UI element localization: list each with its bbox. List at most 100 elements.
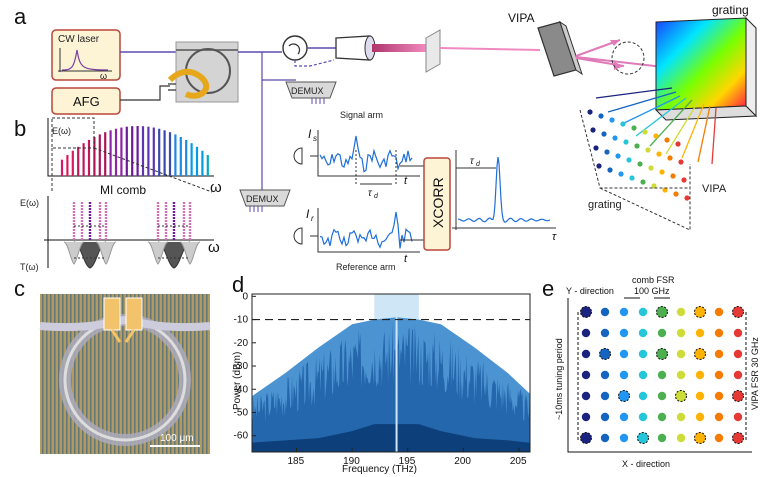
filter-dip-light xyxy=(179,241,201,265)
panel-label-c: c xyxy=(14,276,25,301)
reference-trace xyxy=(319,211,413,249)
grid-spot xyxy=(619,307,629,317)
grid-spot xyxy=(694,348,706,360)
comb-lines xyxy=(60,126,209,176)
spot xyxy=(634,143,640,149)
vipa-label: VIPA xyxy=(508,11,534,25)
grid-spot xyxy=(638,391,648,401)
grid-spot xyxy=(580,432,592,444)
spot xyxy=(604,149,610,155)
spot xyxy=(648,165,654,171)
xcorr-inputs xyxy=(400,165,424,241)
zoom-box xyxy=(51,117,95,149)
spot xyxy=(673,191,679,197)
y-tick-label: -40 xyxy=(234,384,249,395)
cw-laser-omega: ω xyxy=(100,71,107,81)
grid-spot xyxy=(619,328,629,338)
zoom-lines xyxy=(51,147,213,193)
spot xyxy=(681,177,687,183)
grid-spot xyxy=(676,349,686,359)
spacing-arrows xyxy=(74,225,190,259)
x-tick-label: 200 xyxy=(454,456,471,467)
grid-spot xyxy=(733,349,743,359)
grid-spot xyxy=(638,412,648,422)
grid-spot xyxy=(600,328,610,338)
grid-spot xyxy=(657,412,667,422)
grid-spot xyxy=(656,306,668,318)
spot xyxy=(601,131,607,137)
grid-spot xyxy=(637,432,649,444)
spot xyxy=(596,163,602,169)
grid-spot xyxy=(676,370,686,380)
filter-dip-light xyxy=(95,241,117,265)
x-axis-label: Frequency (THz) xyxy=(342,464,417,475)
circulator xyxy=(282,35,308,61)
signal-t-label: t xyxy=(404,175,408,187)
grid-spot xyxy=(714,412,724,422)
filter-dip-light xyxy=(63,241,85,265)
grid-spot xyxy=(676,307,686,317)
panel-e: e Y - direction comb FSR 100 GHz ~10ms t… xyxy=(542,275,760,469)
spot xyxy=(642,129,648,135)
panel-c: c 100 μm xyxy=(14,276,211,454)
spot-grid xyxy=(580,306,744,444)
grid-spot xyxy=(600,370,610,380)
spot-diagram-axes-2 xyxy=(599,164,691,231)
spot xyxy=(640,179,646,185)
spot xyxy=(631,125,637,131)
tau-d-sub: d xyxy=(374,193,379,200)
spot xyxy=(626,157,632,163)
reference-detector xyxy=(293,227,303,245)
grid-spot xyxy=(638,307,648,317)
grid-spot xyxy=(694,306,706,318)
grid-spot xyxy=(600,391,610,401)
vipa-axis-label: VIPA xyxy=(702,183,727,195)
heater xyxy=(167,68,210,99)
micrograph-pad-left xyxy=(103,297,121,331)
return-path xyxy=(294,59,335,67)
spectrum-area-lower xyxy=(252,424,530,452)
demux-bottom xyxy=(239,189,291,207)
detail-axes xyxy=(44,196,214,268)
vipa-fsr-label: VIPA FSR 30 GHz xyxy=(750,337,760,410)
xcorr-trace xyxy=(457,157,551,223)
grating-axis-label: grating xyxy=(588,199,622,211)
vipa-arrow-2 xyxy=(614,62,624,70)
grating-label: grating xyxy=(712,3,749,17)
micrograph-bus xyxy=(39,315,211,332)
micrograph-leads xyxy=(110,329,136,343)
fsr-value-label: 100 GHz xyxy=(634,286,670,296)
scale-bar-label: 100 μm xyxy=(160,433,194,444)
spot xyxy=(590,127,596,133)
grid-spot xyxy=(638,328,648,338)
spot xyxy=(598,113,604,119)
grid-spot xyxy=(695,328,705,338)
xcorr-tau-d-sub: d xyxy=(476,161,481,168)
omega-top: ω xyxy=(210,179,222,196)
demux-bottom-outputs xyxy=(249,206,263,212)
spot xyxy=(609,117,615,123)
t-omega: T(ω) xyxy=(20,262,39,272)
grid-spot xyxy=(581,349,591,359)
grid-spot xyxy=(581,328,591,338)
comb-fsr-label: comb FSR xyxy=(632,275,675,285)
grid-spot xyxy=(619,433,629,443)
demux-top-label: DEMUX xyxy=(291,86,324,96)
grid-spot xyxy=(676,433,686,443)
grid-spot xyxy=(581,370,591,380)
tau-d-label: τ xyxy=(368,188,373,199)
xcorr-tau-d: τ xyxy=(470,156,475,167)
signal-axes xyxy=(310,130,420,177)
cw-laser-peak xyxy=(61,49,109,71)
spot xyxy=(593,145,599,151)
tuning-label: ~10ms tuning period xyxy=(554,338,564,420)
is-sub: s xyxy=(313,134,317,143)
grid-spot xyxy=(714,328,724,338)
grid-spot xyxy=(732,390,744,402)
spot xyxy=(651,183,657,189)
grid-spot xyxy=(675,390,687,402)
demux-top-outputs xyxy=(311,98,325,104)
grid-spot xyxy=(600,307,610,317)
